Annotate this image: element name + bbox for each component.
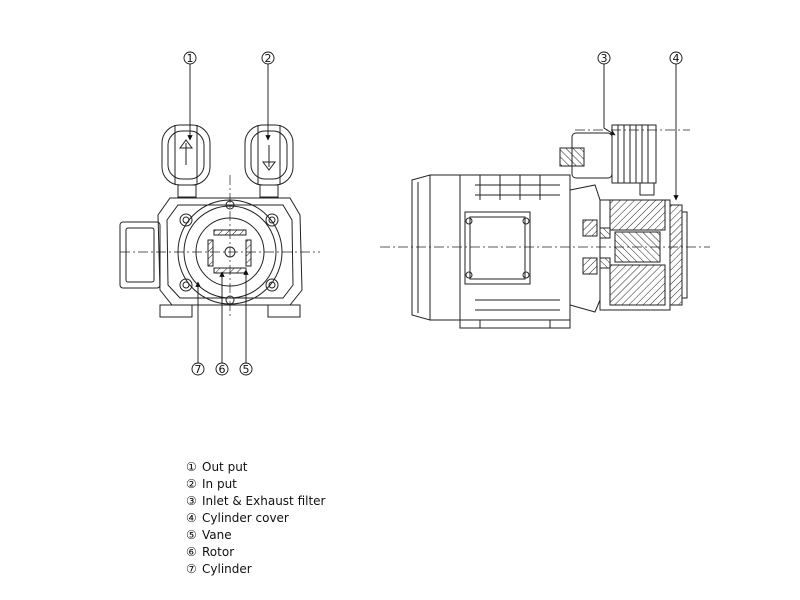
terminal-plate [464,211,531,285]
legend-item: ④ Cylinder cover [186,510,326,527]
legend-mark: ② [186,477,197,491]
legend-mark: ① [186,460,197,474]
legend-label: Vane [202,528,232,542]
junction-box [119,221,161,289]
motor-end-cap [411,174,431,321]
legend-mark: ⑤ [186,528,197,542]
legend-item: ⑦ Cylinder [186,561,326,578]
cylinder-cover-side [669,204,683,306]
legend-item: ② In put [186,476,326,493]
input-filter-cap [244,124,294,198]
legend-mark: ③ [186,494,197,508]
filter-housing-side [559,124,657,196]
rotor-circle [195,217,265,287]
legend-label: Cylinder [202,562,252,576]
vane-top [213,229,247,236]
legend-mark: ④ [186,511,197,525]
output-filter-cap [161,124,211,198]
cylinder-section [599,199,671,311]
front-view [119,124,320,318]
callout-labels: 1 2 3 4 5 6 7 [187,52,680,376]
vane-left [207,239,214,267]
callout-6-number: 6 [219,363,226,376]
right-foot [267,304,301,318]
legend-mark: ⑥ [186,545,197,559]
callout-5-number: 5 [243,363,250,376]
flange [569,184,601,313]
legend-label: Cylinder cover [202,511,289,525]
callout-1-number: 1 [187,52,194,65]
callout-7-number: 7 [195,363,202,376]
callout-3-number: 3 [601,52,608,65]
front-callouts [183,51,683,376]
legend-item: ⑥ Rotor [186,544,326,561]
side-view [380,124,710,329]
legend-label: Inlet & Exhaust filter [202,494,326,508]
legend-label: In put [202,477,237,491]
callout-4-number: 4 [673,52,680,65]
legend-item: ⑤ Vane [186,527,326,544]
vane-right [245,239,252,267]
callout-2-number: 2 [265,52,272,65]
legend: ① Out put ② In put ③ Inlet & Exhaust filter… [186,459,326,578]
legend-item: ① Out put [186,459,326,476]
legend-mark: ⑦ [186,562,197,576]
legend-item: ③ Inlet & Exhaust filter [186,493,326,510]
left-foot [159,304,193,318]
legend-label: Rotor [202,545,235,559]
legend-label: Out put [202,460,248,474]
vane-bottom [213,267,247,274]
